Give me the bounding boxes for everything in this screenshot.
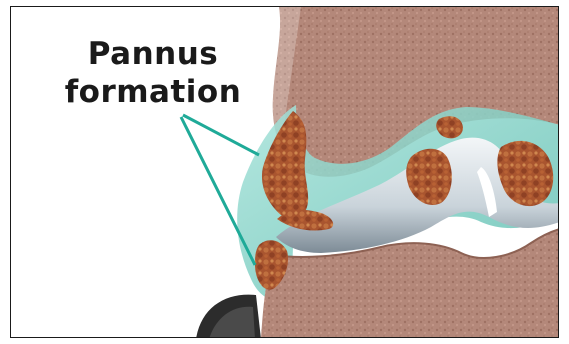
label-line-2: formation [53, 73, 253, 111]
label-line-1: Pannus [53, 35, 253, 73]
pannus-formation-label: Pannus formation [53, 35, 253, 111]
soft-tissue-shadow [196, 295, 261, 338]
figure-frame: Pannus formation [10, 6, 559, 338]
